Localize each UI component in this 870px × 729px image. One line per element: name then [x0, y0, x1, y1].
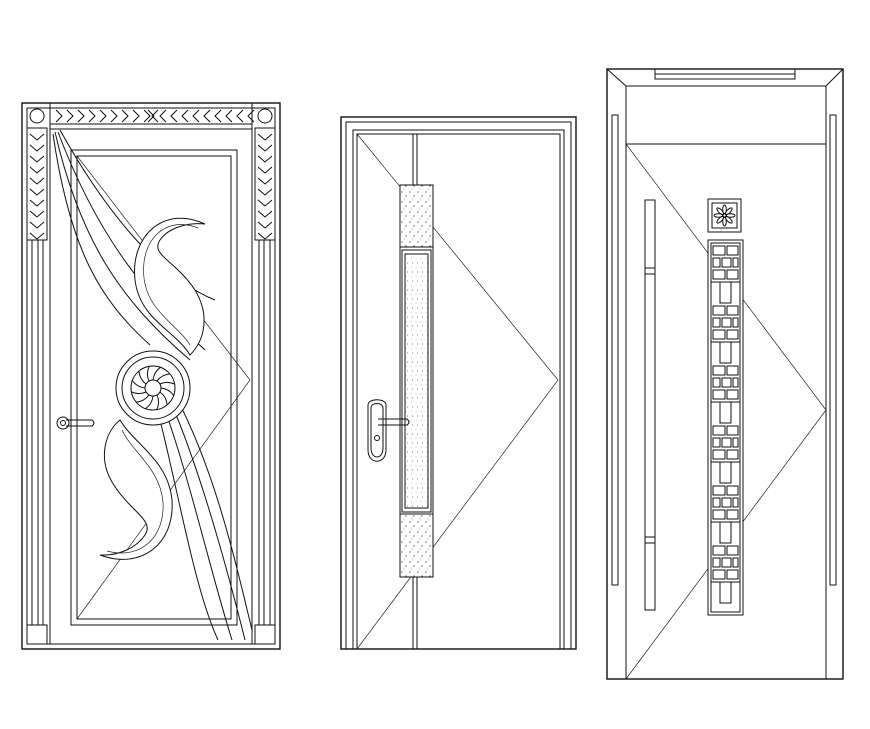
door-2-glass-strip	[399, 184, 434, 578]
door-1-frieze	[49, 102, 253, 130]
door-1	[21, 102, 281, 650]
door-3-lattice-inlay	[707, 239, 744, 616]
door-1-left-rosette	[29, 108, 45, 124]
door-1-left-plinth	[26, 624, 48, 645]
door-2-lever-handle[interactable]	[367, 399, 410, 462]
door-3	[606, 68, 844, 680]
door-3-pull-handle[interactable]	[644, 199, 656, 611]
door-2	[340, 116, 577, 650]
door-1-upper-wing	[134, 217, 206, 356]
door-2-leaf	[356, 133, 561, 650]
door-2-swing-lines	[356, 133, 559, 650]
door-2-outer-frame	[340, 116, 577, 650]
door-3-swing-lines	[625, 143, 827, 680]
door-3-ornament-tile	[707, 198, 742, 233]
door-1-lower-wing	[99, 419, 173, 560]
door-1-lever-handle[interactable]	[56, 416, 95, 430]
door-1-column-chevrons	[29, 133, 273, 240]
door-1-medallion	[115, 350, 191, 426]
door-1-right-plinth	[254, 624, 276, 645]
door-1-frieze-chevrons	[55, 109, 255, 123]
door-1-right-rosette	[257, 108, 273, 124]
door-1-swing-lines	[76, 155, 251, 620]
door-1-leaf	[70, 149, 238, 626]
